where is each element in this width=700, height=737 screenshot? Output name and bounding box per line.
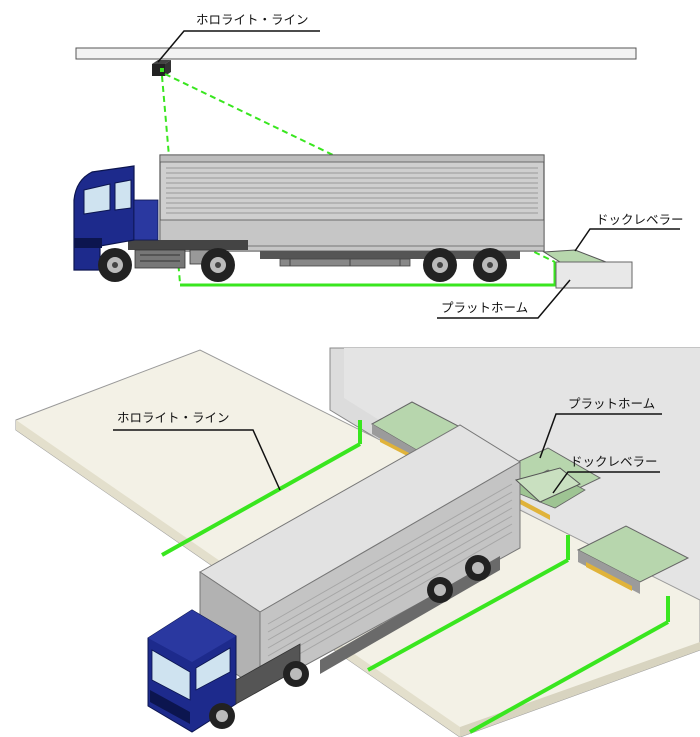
trailer-iso <box>199 424 521 691</box>
wheels-side <box>98 248 507 282</box>
top-side-view: ホロライト・ライン ドックレベラー プラットホーム <box>73 12 684 319</box>
leader-platform-bottom <box>539 413 662 459</box>
label-horolight-line-top: ホロライト・ライン <box>196 12 309 27</box>
ceiling-beam <box>75 47 637 60</box>
light-lines-floor <box>161 420 670 734</box>
platform-side <box>555 261 633 289</box>
trailer-body-side <box>159 154 545 252</box>
trailer-chassis <box>260 251 520 267</box>
label-platform-bottom: プラットホーム <box>568 396 655 411</box>
leader-dock-leveler-top <box>574 228 680 252</box>
leader-horolight-line-top <box>157 30 320 63</box>
leader-platform-top <box>437 279 571 319</box>
truck-cab-iso <box>147 609 309 733</box>
light-line-ground <box>180 262 557 287</box>
floor-slab-edge-right <box>460 642 700 737</box>
label-horolight-line-bottom: ホロライト・ライン <box>117 410 230 425</box>
label-platform-top: プラットホーム <box>441 300 528 315</box>
bottom-iso-view: ホロライト・ライン プラットホーム ドックレベラー <box>15 347 700 737</box>
label-dock-leveler-bottom: ドックレベラー <box>570 454 658 469</box>
leader-horolight-line-bottom <box>113 429 281 491</box>
truck-cab-side <box>73 165 159 271</box>
label-dock-leveler-top: ドックレベラー <box>596 212 684 227</box>
projector-icon <box>152 60 171 76</box>
leader-dock-leveler-bottom <box>552 471 660 494</box>
dock-bay-3 <box>576 525 690 594</box>
